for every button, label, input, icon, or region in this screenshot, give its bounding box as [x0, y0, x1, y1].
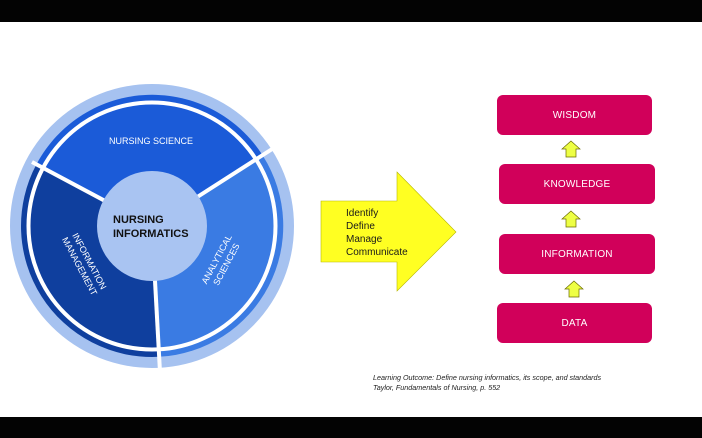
- up-arrow-icon: [561, 210, 581, 228]
- outer-ring: [9, 83, 295, 369]
- segment-label-nursing-science: NURSING SCIENCE: [109, 136, 193, 146]
- box-wisdom: WISDOM: [497, 95, 652, 135]
- center-label-line2: INFORMATICS: [113, 228, 189, 240]
- up-arrow-icon: [561, 140, 581, 158]
- footer-note: Learning Outcome: Define nursing informa…: [373, 373, 601, 392]
- letterbox-top: [0, 0, 702, 22]
- up-arrow-icon: [564, 280, 584, 298]
- box-data: DATA: [497, 303, 652, 343]
- arrow-item-communicate: Communicate: [346, 247, 408, 258]
- outer-mask: [0, 64, 314, 388]
- ring-gap: [26, 100, 278, 352]
- arrow-item-define: Define: [346, 221, 375, 232]
- learning-outcome: Learning Outcome: Define nursing informa…: [373, 373, 602, 382]
- citation: Taylor, Fundamentals of Nursing, p. 552: [373, 382, 501, 392]
- center-circle: [97, 171, 207, 281]
- arrow-item-manage: Manage: [346, 234, 383, 245]
- box-information: INFORMATION: [499, 234, 655, 274]
- box-knowledge: KNOWLEDGE: [499, 164, 655, 204]
- process-arrow: [320, 171, 457, 292]
- letterbox-bottom: [0, 417, 702, 438]
- center-label-line1: NURSING: [113, 214, 164, 226]
- arrow-item-identify: Identify: [346, 208, 378, 219]
